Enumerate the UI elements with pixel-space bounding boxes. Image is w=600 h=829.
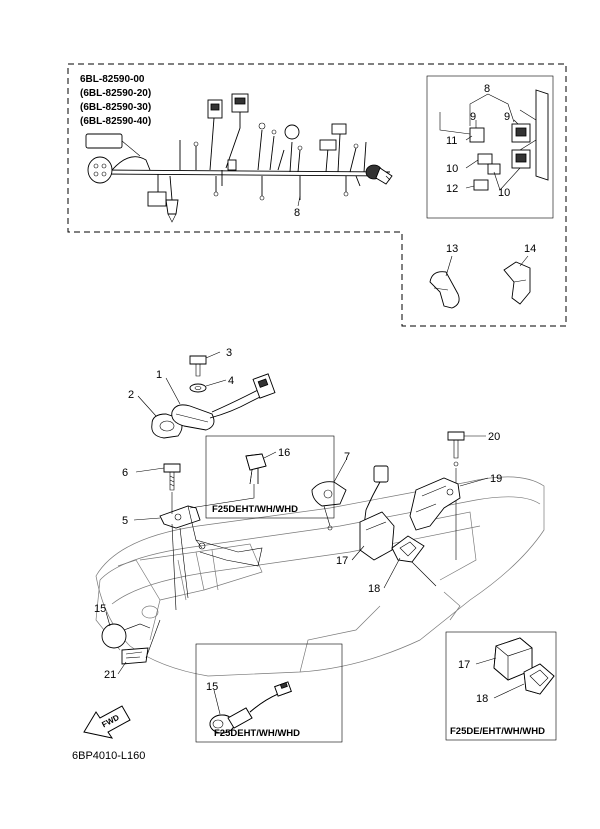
callout-15: 15 <box>206 681 218 693</box>
model-box-label: F25DEHT/WH/WHD <box>214 728 300 739</box>
callout-1: 1 <box>156 369 162 381</box>
callout-10: 10 <box>446 163 458 175</box>
callout-16: 16 <box>278 447 290 459</box>
callout-8: 8 <box>484 83 490 95</box>
callout-20: 20 <box>488 431 500 443</box>
callout-5: 5 <box>122 515 128 527</box>
callout-10: 10 <box>498 187 510 199</box>
lower-parts-drawing <box>101 355 555 734</box>
figure-code: 6BP4010-L160 <box>72 750 145 762</box>
callout-12: 12 <box>446 183 458 195</box>
wire-harness-drawing <box>85 93 393 223</box>
callout-7: 7 <box>344 451 350 463</box>
callout-8: 8 <box>294 207 300 219</box>
callout-numbers: 3 4 1 2 6 5 16 7 20 19 17 18 15 21 15 17… <box>94 83 536 705</box>
callout-11: 11 <box>446 135 457 147</box>
callout-17: 17 <box>458 659 470 671</box>
harness-part-number: (6BL-82590-30) <box>80 102 151 113</box>
harness-part-number: (6BL-82590-40) <box>80 116 151 127</box>
harness-part-number: (6BL-82590-20) <box>80 88 151 99</box>
callout-15: 15 <box>94 603 106 615</box>
callout-17: 17 <box>336 555 348 567</box>
harness-part-number-list: 6BL-82590-00 (6BL-82590-20) (6BL-82590-3… <box>80 74 151 127</box>
model-box-15-frame <box>195 643 343 743</box>
callout-13: 13 <box>446 243 458 255</box>
clamp-drawings <box>429 261 531 309</box>
callout-6: 6 <box>122 467 128 479</box>
callout-9: 9 <box>504 111 510 123</box>
model-box-label: F25DE/EHT/WH/WHD <box>450 726 545 737</box>
fwd-arrow-icon: FWD <box>83 705 131 739</box>
callout-4: 4 <box>228 375 234 387</box>
leader-lines <box>105 93 529 715</box>
callout-18: 18 <box>368 583 380 595</box>
callout-3: 3 <box>226 347 232 359</box>
callout-21: 21 <box>104 669 116 681</box>
model-box-16-frame <box>205 435 335 519</box>
callout-14: 14 <box>524 243 536 255</box>
connector-group-drawing <box>469 89 549 191</box>
outboard-housing-drawing <box>95 476 545 677</box>
callout-18: 18 <box>476 693 488 705</box>
callout-19: 19 <box>490 473 502 485</box>
harness-part-number: 6BL-82590-00 <box>80 74 145 85</box>
model-box-17-frame <box>445 631 557 741</box>
harness-kit-enclosure <box>67 63 567 327</box>
boxed-parts-redraw <box>189 453 555 734</box>
callout-2: 2 <box>128 389 134 401</box>
callout-9: 9 <box>470 111 476 123</box>
model-box-label: F25DEHT/WH/WHD <box>212 504 298 515</box>
